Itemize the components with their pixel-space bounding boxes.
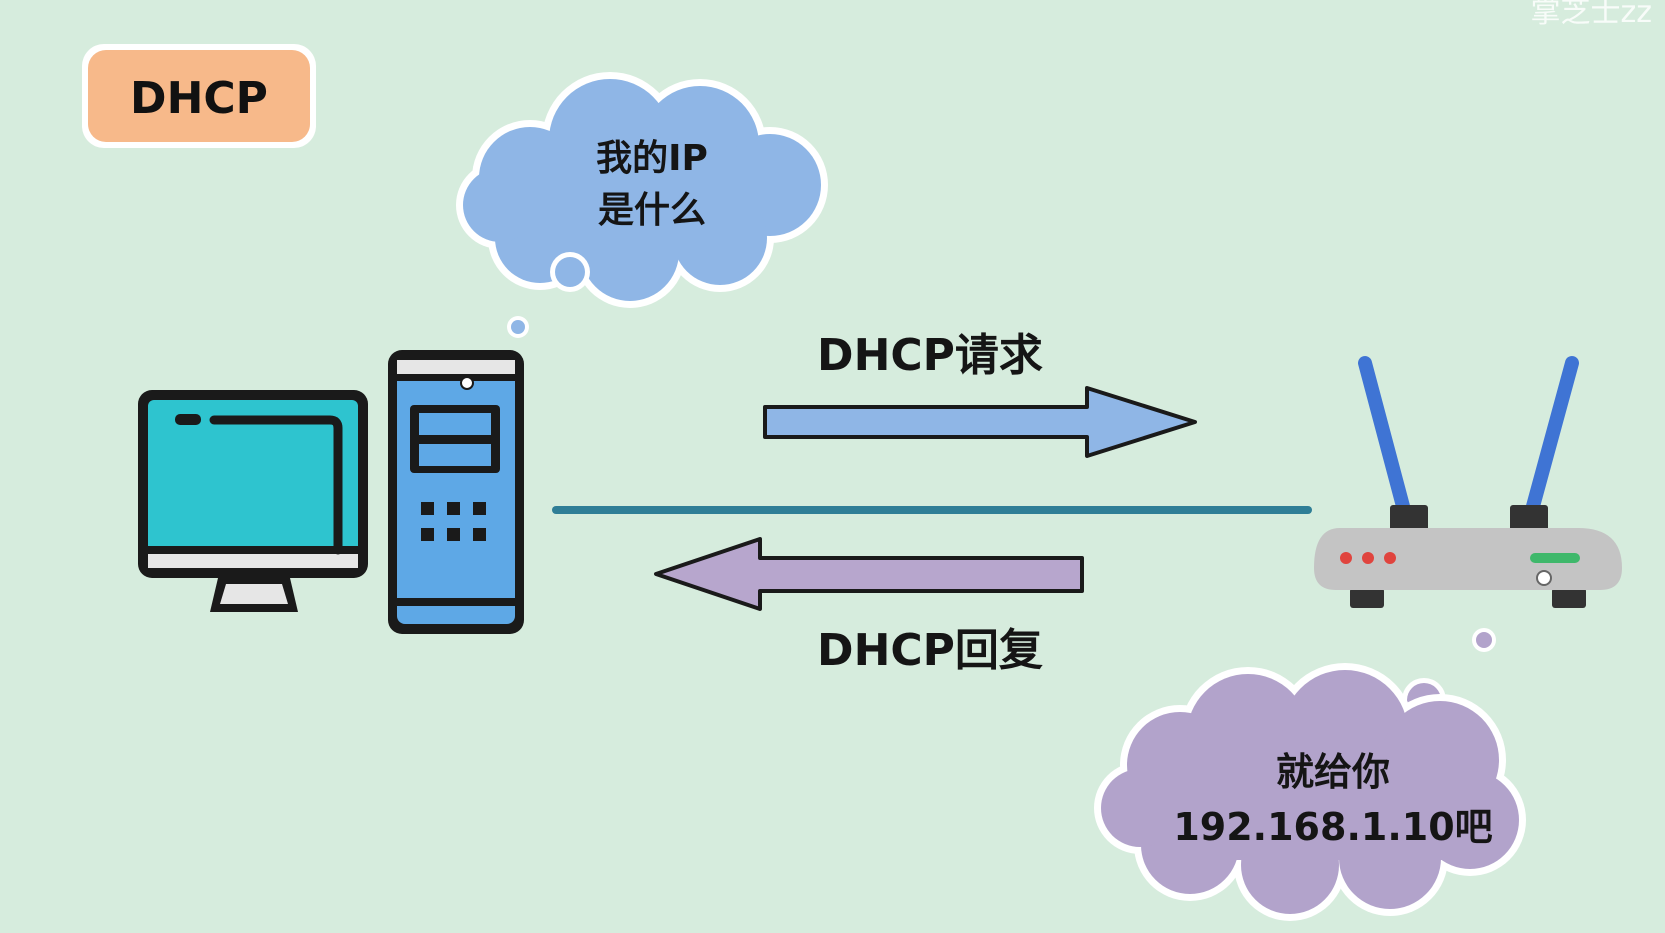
client-thought-cloud: 我的IP 是什么 [456,72,828,338]
server-thought-cloud: 就给你 192.168.1.10吧 [1094,628,1526,921]
dhcp-request-arrow [763,386,1197,458]
computer-tower [388,350,524,634]
page-title: DHCP [130,73,268,124]
client-thought-line-1: 我的IP [596,138,708,179]
title-box: DHCP [82,44,316,148]
desktop-computer-icon [138,350,524,634]
dhcp-reply-arrow [654,537,1084,611]
server-thought-line-2: 192.168.1.10吧 [1173,805,1492,849]
dhcp-reply-label: DHCP回复 [817,625,1043,676]
dhcp-request-label: DHCP请求 [817,330,1043,381]
server-thought-line-1: 就给你 [1276,750,1390,794]
wifi-router-icon [1314,356,1622,608]
client-thought-line-2: 是什么 [598,190,706,231]
monitor [138,390,368,612]
watermark: 掌芝士zz [1531,0,1653,30]
